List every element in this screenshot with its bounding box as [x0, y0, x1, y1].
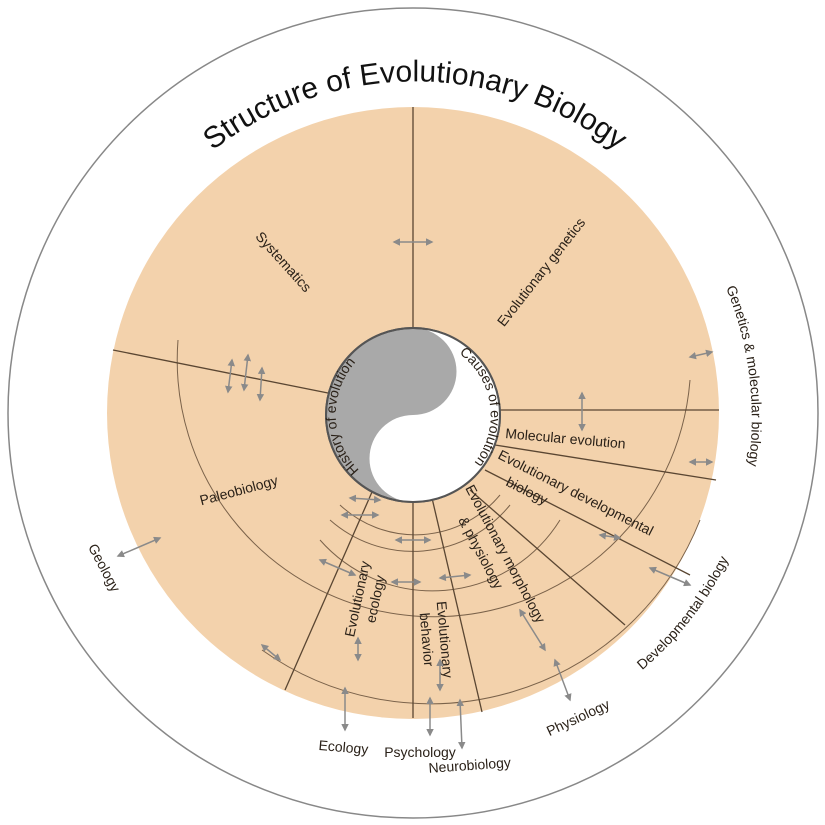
connection-arrows [116, 238, 714, 750]
psychology-label: Psychology [384, 744, 456, 760]
neurobiology-label: Neurobiology [428, 754, 511, 776]
evo-behavior-label-2: behavior [417, 612, 438, 667]
ecology-label: Ecology [318, 737, 369, 757]
divider-lines [112, 107, 719, 718]
core-circle [325, 327, 501, 503]
